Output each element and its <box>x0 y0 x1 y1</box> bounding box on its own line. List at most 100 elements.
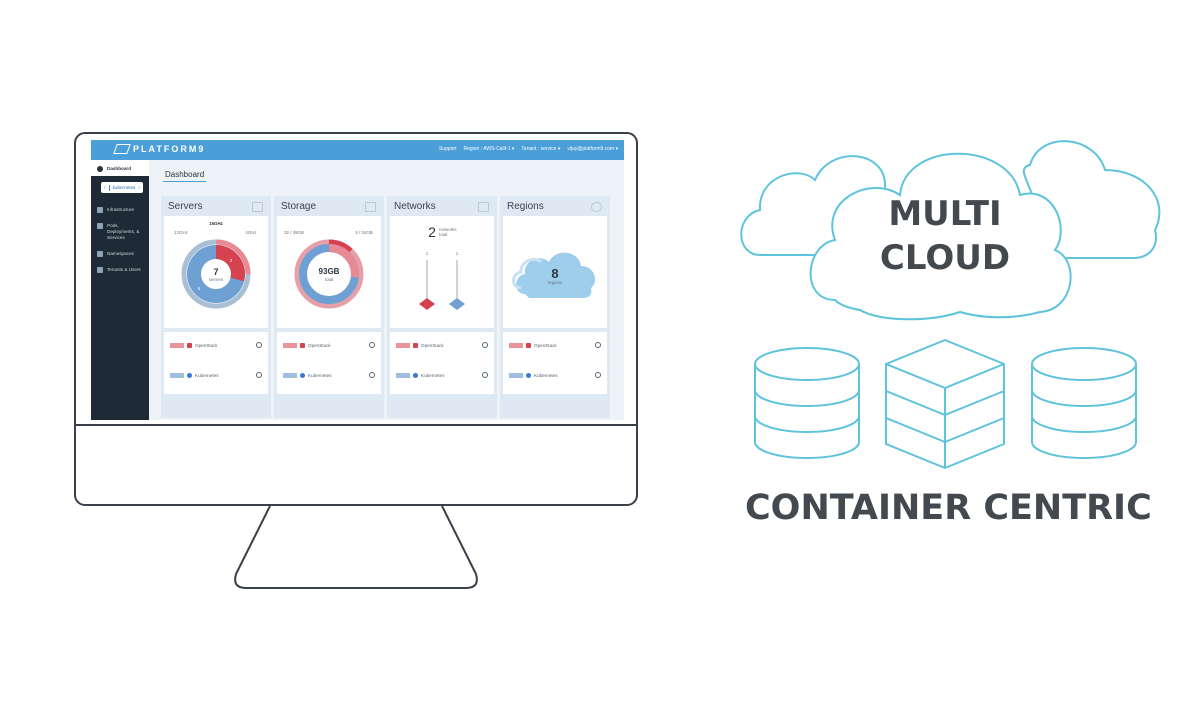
heading-multi: MULTI <box>888 194 1002 234</box>
pin-blue-label: 1 <box>455 251 459 256</box>
openstack-swatch <box>509 342 523 348</box>
kubernetes-icon <box>108 184 110 191</box>
networks-legend: OpenStack Kubernetes <box>390 332 494 394</box>
pin-red-marker <box>419 298 435 310</box>
networks-count: 2 <box>428 224 436 240</box>
storage-total: 93GB <box>318 267 340 276</box>
top-nav: Support Region : AWS-Calif-1 ▾ Tenant : … <box>439 146 618 152</box>
seg-label-red: 2 <box>229 258 233 263</box>
sidebar-item-label: Infrastructure <box>107 207 135 212</box>
logo-mark-icon <box>113 144 131 154</box>
storage-right-label: 5 / 34GB <box>355 230 373 235</box>
pin-red-label: 1 <box>425 251 429 256</box>
inner-ring-red <box>299 244 359 304</box>
legend-row-kubernetes: Kubernetes <box>509 372 601 378</box>
servers-chart: 16GHz 12GHz 4GHz 7 servers 2 5 <box>164 216 268 328</box>
storage-left-label: 32 / 39GB <box>284 230 304 235</box>
sidebar-item-dashboard[interactable]: Dashboard <box>91 160 149 176</box>
donut-center <box>204 262 228 286</box>
search-icon[interactable] <box>256 372 262 378</box>
openstack-icon <box>187 342 192 348</box>
legend-label: Kubernetes <box>421 372 445 378</box>
search-icon[interactable] <box>369 342 375 348</box>
legend-row-kubernetes: Kubernetes <box>396 372 488 378</box>
kubernetes-swatch <box>396 372 410 378</box>
servers-panel: Servers 16GHz 12GHz 4GHz 7 servers 2 5 O… <box>161 196 271 418</box>
storage-legend: OpenStack Kubernetes <box>277 332 381 394</box>
search-icon[interactable] <box>256 342 262 348</box>
region-dropdown[interactable]: Region : AWS-Calif-1 ▾ <box>463 146 515 152</box>
kubernetes-icon <box>413 372 418 378</box>
chevron-right-icon[interactable]: › <box>138 184 140 191</box>
sidebar-item-label: Dashboard <box>107 166 131 171</box>
panel-title: Servers <box>168 201 203 212</box>
container-stack-icon <box>885 339 1005 469</box>
panel-title: Regions <box>507 201 544 212</box>
namespaces-icon <box>97 251 103 257</box>
openstack-swatch <box>170 342 184 348</box>
legend-row-kubernetes: Kubernetes <box>170 372 262 378</box>
ghz-total-label: 16GHz <box>209 221 223 226</box>
cloud-icon <box>740 140 1161 321</box>
legend-row-openstack: OpenStack <box>396 342 488 348</box>
sidebar: Dashboard ‹ kubernetes › Infrastructure … <box>91 160 149 420</box>
search-icon[interactable] <box>482 372 488 378</box>
support-link[interactable]: Support <box>438 146 457 152</box>
openstack-icon <box>300 342 305 348</box>
server-icon <box>252 202 263 212</box>
search-icon[interactable] <box>595 342 601 348</box>
search-icon[interactable] <box>482 342 488 348</box>
sidebar-item-pods[interactable]: Pods, Deployments, & Services <box>91 217 149 245</box>
tab-dashboard[interactable]: Dashboard <box>163 170 207 182</box>
infrastructure-icon <box>97 207 103 213</box>
seg-label-blue: 5 <box>197 286 201 291</box>
cloud-shape <box>516 252 596 298</box>
network-icon <box>478 202 489 212</box>
sidebar-item-namespaces[interactable]: Namespaces <box>91 245 149 261</box>
cloud-icon <box>591 202 602 212</box>
search-icon[interactable] <box>369 372 375 378</box>
database-icon <box>1031 347 1137 459</box>
legend-label: Kubernetes <box>308 372 332 378</box>
legend-row-openstack: OpenStack <box>509 342 601 348</box>
legend-label: Kubernetes <box>534 372 558 378</box>
sidebar-item-label: Namespaces <box>107 251 134 256</box>
regions-legend: OpenStack Kubernetes <box>503 332 607 394</box>
database-icon <box>754 347 860 459</box>
kubernetes-icon <box>187 372 192 378</box>
legend-label: OpenStack <box>534 342 557 348</box>
storage-chart: 32 / 39GB 5 / 34GB 93GB total <box>277 216 381 328</box>
user-menu[interactable]: vijay@platform9.com ▾ <box>567 146 618 152</box>
search-icon[interactable] <box>595 372 601 378</box>
sidebar-item-tenants[interactable]: Tenants & Users <box>91 261 149 277</box>
legend-row-kubernetes: Kubernetes <box>283 372 375 378</box>
storage-donut <box>294 239 364 309</box>
regions-count-label: regions <box>547 280 563 285</box>
platform9-logo[interactable]: PLATFORM9 <box>113 144 206 154</box>
sidebar-item-label: Tenants & Users <box>107 267 141 272</box>
tenant-dropdown[interactable]: Tenant : service ▾ <box>521 146 561 152</box>
storage-panel: Storage 32 / 39GB 5 / 34GB 93GB total Op… <box>274 196 384 418</box>
networks-chart: 2 networks total 1 1 <box>390 216 494 328</box>
users-icon <box>97 267 103 273</box>
networks-panel: Networks 2 networks total 1 1 OpenStack <box>387 196 497 418</box>
sidebar-item-infrastructure[interactable]: Infrastructure <box>91 201 149 217</box>
chevron-left-icon[interactable]: ‹ <box>104 184 106 191</box>
legend-label: OpenStack <box>308 342 331 348</box>
regions-count: 8 <box>551 266 559 281</box>
ghz-right-label: 4GHz <box>245 230 257 235</box>
panel-title: Storage <box>281 201 317 212</box>
openstack-swatch <box>396 342 410 348</box>
outer-ring-red <box>181 239 251 309</box>
kubernetes-icon <box>300 372 305 378</box>
networks-pins <box>419 260 465 310</box>
servers-count: 7 <box>213 267 219 277</box>
openstack-swatch <box>283 342 297 348</box>
inner-ring-red <box>187 245 245 303</box>
heading-cloud: CLOUD <box>879 238 1011 278</box>
outer-ring-red <box>294 239 364 309</box>
kubernetes-swatch <box>170 372 184 378</box>
cluster-switcher[interactable]: ‹ kubernetes › <box>101 182 143 193</box>
logo-text: PLATFORM9 <box>133 144 206 154</box>
networks-count-label: networks total <box>439 227 457 237</box>
